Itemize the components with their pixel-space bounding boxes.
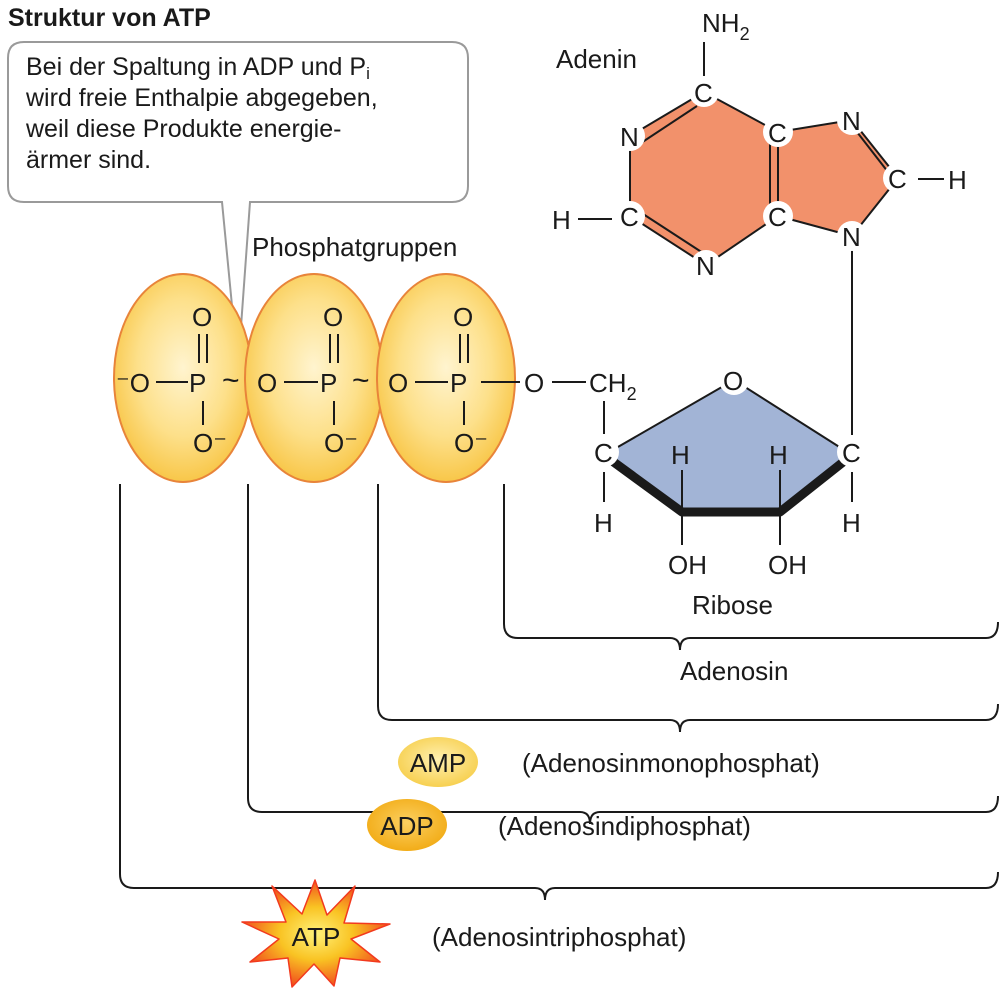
atp-badge-label: ATP: [292, 922, 341, 952]
atom-o-ester: O: [524, 368, 544, 398]
adenine-ring: C N C N C C N C N: [615, 77, 913, 281]
atp-full-name: (Adenosintriphosphat): [432, 922, 686, 952]
atp-starburst: [241, 879, 391, 988]
atom-c-ribose-4: C: [594, 438, 613, 468]
callout-text: Bei der Spaltung in ADP und Pi wird frei…: [12, 42, 460, 202]
atom-h-c8: H: [948, 165, 967, 195]
atom-o-bridge-1: O: [257, 368, 277, 398]
bracket-amp: [377, 484, 999, 733]
atom-c-adenine-4: C: [768, 202, 787, 232]
atom-n-adenine-7: N: [842, 106, 861, 136]
phosphate-group-3: [376, 273, 516, 483]
atom-oh-c2: OH: [768, 550, 807, 580]
atom-p-2: P: [320, 368, 337, 398]
atom-o-minus-2: O⁻: [324, 428, 358, 458]
atom-o-1-top: O: [192, 302, 212, 332]
atom-o-minus-terminal: ⁻O: [116, 368, 150, 398]
atom-o-minus-1: O⁻: [193, 428, 227, 458]
atom-n-adenine-1: N: [620, 122, 639, 152]
amp-badge-label: AMP: [410, 748, 466, 778]
atom-p-3: P: [450, 368, 467, 398]
atom-c-adenine-8: C: [888, 164, 907, 194]
atom-h-c1: H: [842, 508, 861, 538]
atom-oh-c3: OH: [668, 550, 707, 580]
bracket-adenosine: [503, 484, 999, 651]
bracket-atp: [119, 484, 999, 901]
atom-nh2: NH2: [702, 8, 750, 44]
atom-n-adenine-3: N: [696, 251, 715, 281]
adp-full-name: (Adenosindiphosphat): [498, 811, 751, 841]
ribose-label: Ribose: [692, 590, 773, 620]
atom-o-ring: O: [723, 366, 743, 396]
amp-full-name: (Adenosinmonophosphat): [522, 748, 820, 778]
atom-h-c2-adenine: H: [552, 205, 571, 235]
diagram-title: Struktur von ATP: [8, 4, 211, 32]
atom-c-adenine-6: C: [694, 78, 713, 108]
callout-line-1-subscript: i: [366, 64, 370, 83]
atom-c-ribose-1: C: [842, 438, 861, 468]
phosphate-chain: ⁻O P O O⁻ ~ O P O O⁻ ~ O P O O⁻ O CH2: [116, 302, 637, 458]
adp-badge: [367, 799, 447, 851]
callout-bubble-shape: [7, 41, 469, 369]
high-energy-bond-1: ~: [222, 364, 240, 397]
high-energy-bond-2: ~: [352, 364, 370, 397]
atom-n-adenine-9: N: [842, 222, 861, 252]
atom-p-1: P: [189, 368, 206, 398]
atom-o-minus-3: O⁻: [454, 428, 488, 458]
atom-h-c4: H: [594, 508, 613, 538]
atom-c-adenine-2: C: [620, 202, 639, 232]
adenine-label: Adenin: [556, 44, 637, 74]
adp-badge-label: ADP: [380, 811, 433, 841]
brackets: [119, 484, 999, 901]
phosphate-groups-label: Phosphatgruppen: [252, 232, 457, 262]
callout-line-4: ärmer sind.: [26, 146, 152, 174]
atom-h-c3: H: [671, 440, 690, 470]
atom-o-3-top: O: [453, 302, 473, 332]
adenosine-label: Adenosin: [680, 656, 788, 686]
atom-c-adenine-5: C: [768, 118, 787, 148]
callout-line-3: weil diese Produkte energie-: [26, 115, 342, 143]
callout-line-1: Bei der Spaltung in ADP und P: [26, 53, 367, 81]
callout-line-2: wird freie Enthalpie abgegeben,: [26, 84, 378, 112]
amp-badge: [398, 737, 478, 787]
atom-h-c2: H: [769, 440, 788, 470]
atom-o-bridge-2: O: [388, 368, 408, 398]
ribose-ring: O C C H H H OH H OH: [589, 365, 867, 580]
atom-ch2: CH2: [589, 368, 637, 404]
bracket-adp: [247, 484, 999, 825]
atom-o-2-top: O: [323, 302, 343, 332]
